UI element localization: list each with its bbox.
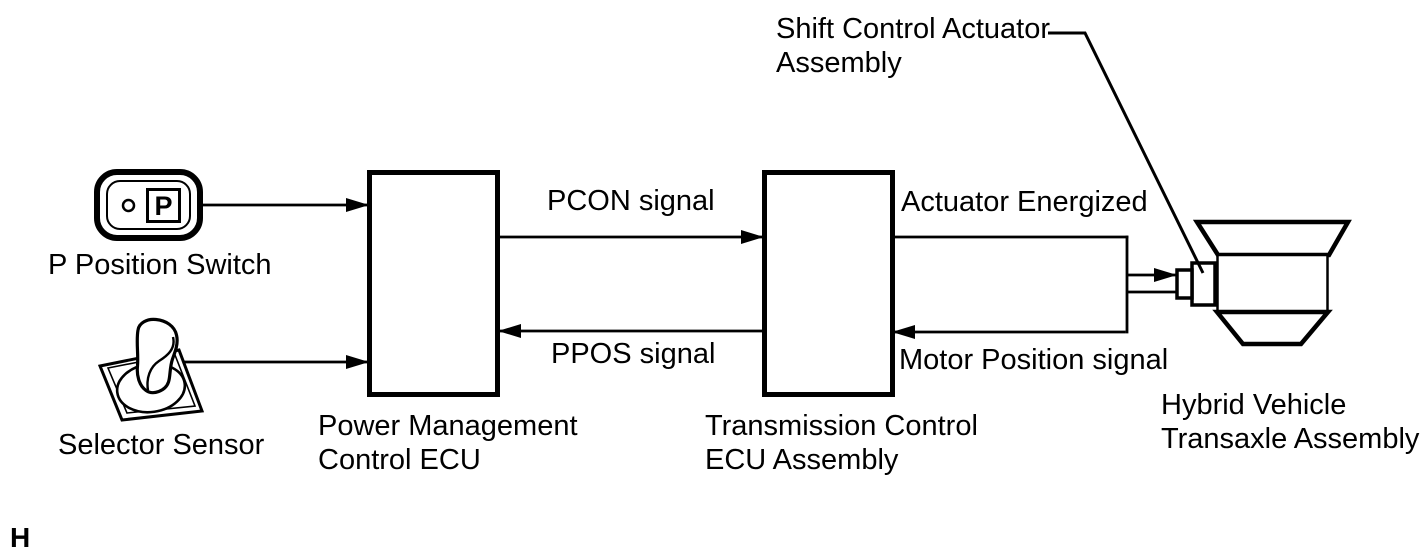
motor-position-signal-label: Motor Position signal [899, 344, 1169, 376]
actuator-connector-large [1190, 261, 1217, 307]
actuator-connector-small [1175, 268, 1194, 300]
selector-sensor-label: Selector Sensor [58, 429, 265, 461]
shift-knob [135, 317, 179, 395]
p-button [146, 188, 181, 223]
actuator-energized-label: Actuator Energized [901, 186, 1148, 218]
ppos-signal-label: PPOS signal [551, 338, 716, 370]
shift-control-actuator-label: Shift Control Actuator Assembly [776, 13, 1051, 79]
selector-sensor-icon [97, 317, 205, 422]
hybrid-transaxle-label: Hybrid Vehicle Transaxle Assembly [1161, 389, 1420, 455]
p-position-switch-icon: P [94, 169, 203, 241]
transmission-ecu-box [762, 170, 895, 397]
transmission-ecu-label: Transmission Control ECU Assembly [705, 410, 978, 476]
p-position-switch-label: P Position Switch [48, 249, 272, 281]
p-button-glyph: P [154, 191, 172, 221]
page-marker: H [10, 522, 31, 553]
arrow-motor-position-signal [892, 290, 1177, 339]
power-management-ecu-box [367, 170, 500, 397]
switch-indicator-dot [121, 198, 136, 213]
arrow-actuator-energized [892, 235, 1177, 334]
pcon-signal-label: PCON signal [547, 185, 715, 217]
actuator-leader-line [1048, 31, 1205, 274]
power-management-ecu-label: Power Management Control ECU [318, 410, 578, 476]
transaxle-icon [1175, 219, 1352, 347]
